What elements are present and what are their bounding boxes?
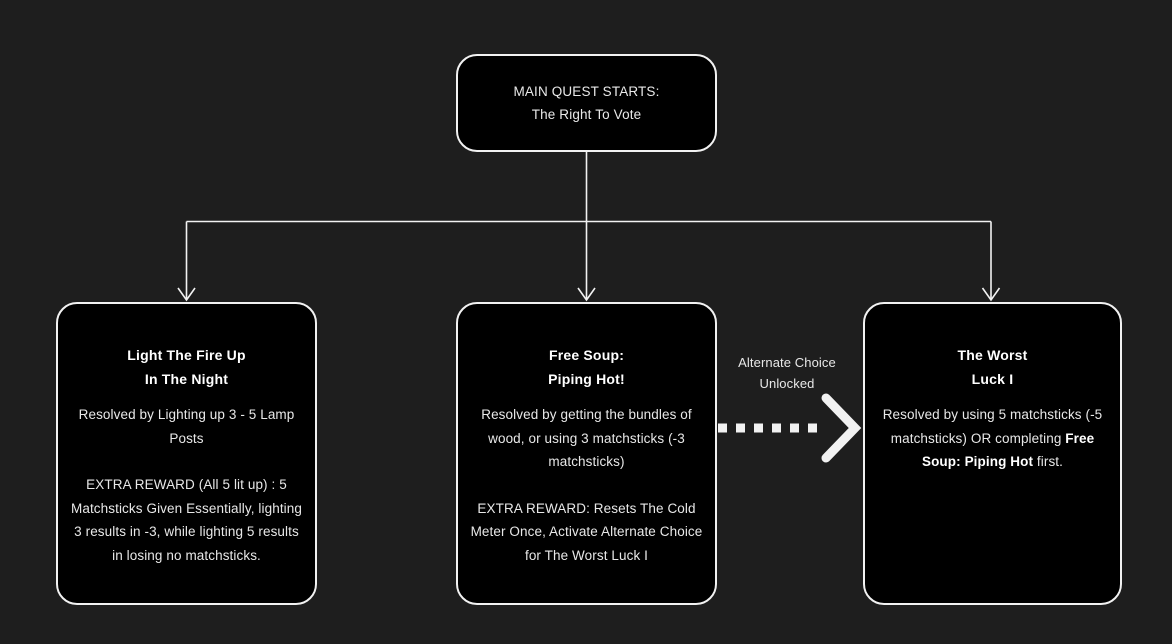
node-title-line2: Piping Hot! bbox=[548, 370, 625, 387]
node-body-primary: Resolved by using 5 matchsticks (-5 matc… bbox=[865, 403, 1120, 474]
node-body-reward: EXTRA REWARD: Resets The Cold Meter Once… bbox=[470, 500, 703, 563]
edge-label-alternate-choice: Alternate Choice Unlocked bbox=[707, 352, 867, 394]
chevron-arrowhead-icon bbox=[821, 393, 862, 463]
node-title-line1: The Worst bbox=[957, 347, 1028, 363]
arrowhead-middle bbox=[577, 287, 596, 302]
connector-alternate-choice bbox=[718, 393, 862, 463]
node-body-reward: EXTRA REWARD (All 5 lit up) : 5 Matchsti… bbox=[71, 477, 302, 563]
edge-label-line2: Unlocked bbox=[759, 376, 815, 391]
node-title-line1: Light The Fire Up bbox=[127, 347, 246, 363]
node-body-primary: Resolved by Lighting up 3 - 5 Lamp Posts bbox=[78, 407, 295, 446]
node-main-quest[interactable]: MAIN QUEST STARTS: The Right To Vote bbox=[456, 54, 717, 152]
arrowhead-right bbox=[981, 287, 1001, 302]
root-title-line1: MAIN QUEST STARTS: bbox=[513, 84, 660, 99]
arrowhead-left bbox=[177, 287, 196, 302]
node-title-line2: Luck I bbox=[971, 370, 1014, 387]
node-body-primary: Resolved by getting the bundles of wood,… bbox=[481, 407, 692, 469]
node-the-worst-luck-i[interactable]: The Worst Luck I Resolved by using 5 mat… bbox=[863, 302, 1122, 605]
node-title-line2: In The Night bbox=[144, 370, 229, 387]
node-title-line1: Free Soup: bbox=[548, 347, 625, 363]
node-light-the-fire-up[interactable]: Light The Fire Up In The Night Resolved … bbox=[56, 302, 317, 605]
edge-label-line1: Alternate Choice bbox=[738, 355, 836, 370]
node-body-text-part1: Resolved by using 5 matchsticks (-5 matc… bbox=[882, 407, 1103, 446]
root-title-line2: The Right To Vote bbox=[531, 107, 642, 122]
node-free-soup[interactable]: Free Soup: Piping Hot! Resolved by getti… bbox=[456, 302, 717, 605]
node-body-text-bold: Free Soup: Piping Hot bbox=[921, 430, 1095, 470]
node-body-text-part2: first. bbox=[1033, 454, 1064, 469]
